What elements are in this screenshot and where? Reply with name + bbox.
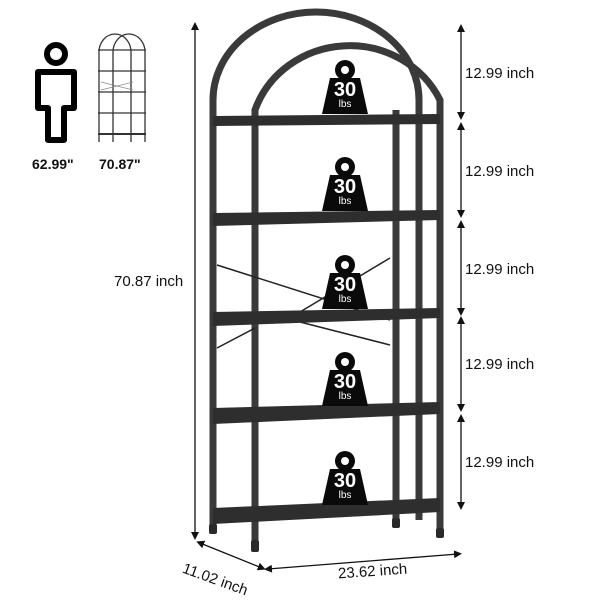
shelf-5 (213, 498, 440, 524)
weight-icon-1 (322, 60, 368, 114)
weight-icon-2 (322, 157, 368, 211)
weight-value-1: 30 (333, 79, 357, 101)
feet (209, 518, 444, 552)
weight-icon-4 (322, 352, 368, 406)
shelf-4 (213, 402, 440, 424)
weight-value-2: 30 (333, 176, 357, 198)
weight-value-4: 30 (333, 371, 357, 393)
depth-arrow (196, 540, 266, 571)
shelf-gap-label-2: 12.99 inch (465, 163, 535, 180)
weight-value-5: 30 (333, 470, 357, 492)
weight-icon-3 (322, 255, 368, 309)
weight-unit-1: lbs (338, 99, 352, 110)
shelf-gap-label-3: 12.99 inch (465, 261, 535, 278)
shelf-1 (213, 114, 440, 126)
weight-unit-4: lbs (338, 391, 352, 402)
shelf-gap-label-1: 12.99 inch (465, 65, 535, 82)
weight-unit-3: lbs (338, 294, 352, 305)
weight-icon-5 (322, 451, 368, 505)
width-arrow (264, 550, 462, 573)
weight-unit-2: lbs (338, 196, 352, 207)
shelf-gap-label-4: 12.99 inch (465, 356, 535, 373)
shelves (213, 114, 440, 524)
total-height-label: 70.87 inch (114, 273, 184, 290)
person-icon (35, 42, 77, 143)
weight-unit-5: lbs (338, 490, 352, 501)
weight-icons (322, 60, 368, 505)
shelf-height-label: 70.87" (99, 156, 141, 172)
shelf-3 (213, 308, 440, 326)
shelf-thumbnail-icon (98, 33, 146, 142)
shelf-2 (213, 210, 440, 226)
weight-value-3: 30 (333, 274, 357, 296)
shelf-gap-label-5: 12.99 inch (465, 454, 535, 471)
person-height-label: 62.99" (32, 156, 74, 172)
